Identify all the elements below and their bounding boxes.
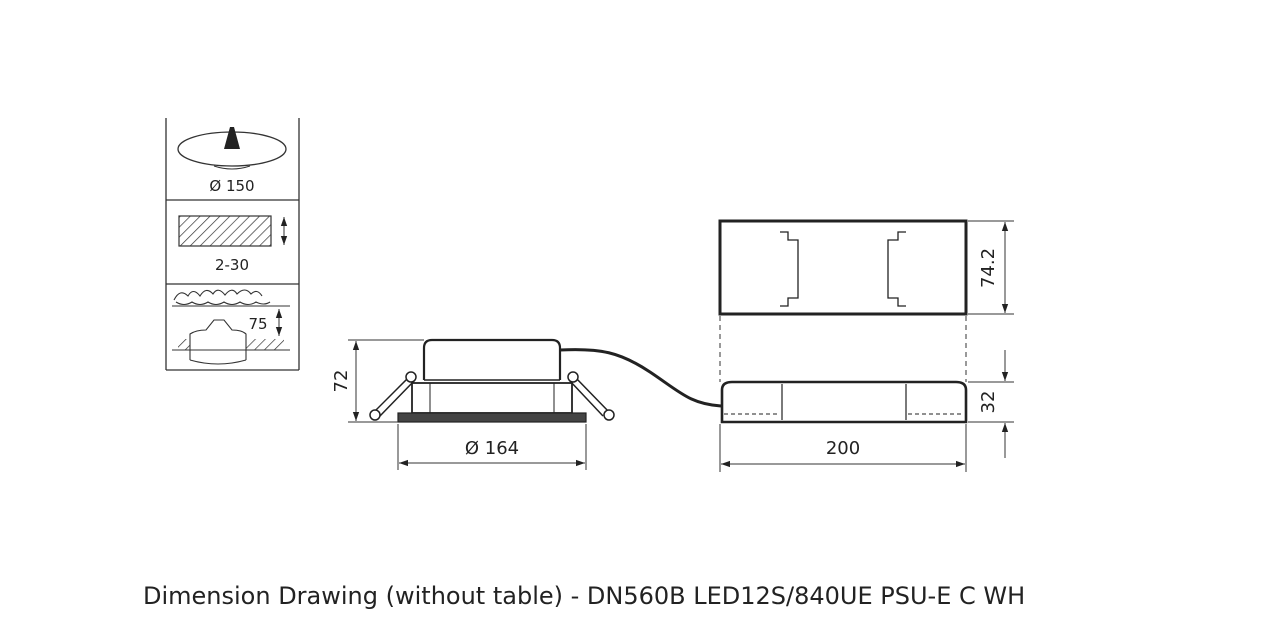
drawing-caption: Dimension Drawing (without table) - DN56… xyxy=(143,582,1026,610)
luminaire-side-view xyxy=(369,338,615,423)
driver-width-dimension xyxy=(968,220,1014,315)
luminaire-height-label: 72 xyxy=(331,370,352,393)
cutout-diameter-label: Ø 150 xyxy=(209,177,254,195)
driver-height-label: 32 xyxy=(978,391,999,414)
luminaire-height-dimension xyxy=(348,339,424,423)
driver-length-dimension xyxy=(719,424,967,472)
cutout-ellipse-icon xyxy=(177,127,287,170)
ceiling-thickness-icon xyxy=(178,215,288,247)
ceiling-thickness-label: 2-30 xyxy=(215,256,249,274)
driver-width-label: 74.2 xyxy=(978,248,999,288)
installation-panel xyxy=(165,118,300,371)
spring-clip-right-icon xyxy=(567,371,615,421)
driver-length-label: 200 xyxy=(826,438,860,459)
luminaire-diameter-dimension xyxy=(397,424,587,470)
driver-side-view xyxy=(720,380,968,424)
driver-height-dimension xyxy=(968,350,1014,458)
spring-clip-left-icon xyxy=(369,371,417,421)
projection-lines xyxy=(719,316,967,382)
connecting-cable xyxy=(559,348,722,408)
insulation-clearance-icon xyxy=(172,289,290,365)
clearance-height-label: 75 xyxy=(248,315,267,333)
luminaire-diameter-label: Ø 164 xyxy=(465,438,519,459)
driver-top-view xyxy=(718,219,968,316)
